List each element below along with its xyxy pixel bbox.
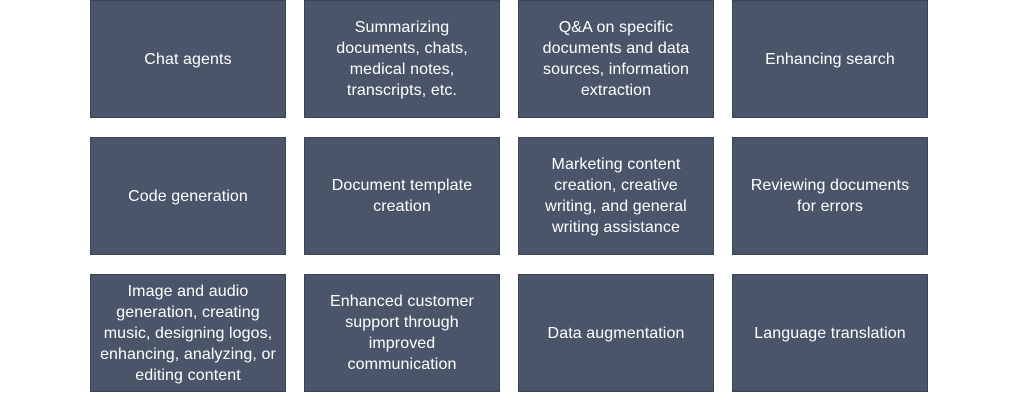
tile-reviewing-documents: Reviewing documents for errors	[732, 137, 928, 255]
tile-label: Q&A on specific documents and data sourc…	[542, 19, 690, 99]
tile-document-template-creation: Document template creation	[304, 137, 500, 255]
tile-label: Language translation	[754, 324, 906, 342]
tile-code-generation: Code generation	[90, 137, 286, 255]
tile-label: Reviewing documents for errors	[750, 177, 910, 215]
tile-label: Code generation	[128, 187, 248, 205]
tile-label: Marketing content creation, creative wri…	[545, 156, 687, 236]
tile-label: Enhancing search	[765, 50, 895, 68]
tile-label: Chat agents	[144, 50, 232, 68]
tile-label: Data augmentation	[547, 324, 685, 342]
tile-marketing-content: Marketing content creation, creative wri…	[518, 137, 714, 255]
tile-summarizing-documents: Summarizing documents, chats, medical no…	[304, 0, 500, 118]
tile-enhanced-customer-support: Enhanced customer support through improv…	[304, 274, 500, 392]
tile-label: Enhanced customer support through improv…	[329, 293, 474, 373]
tile-chat-agents: Chat agents	[90, 0, 286, 118]
tile-label: Image and audio generation, creating mus…	[100, 282, 276, 384]
tile-label: Document template creation	[331, 177, 473, 215]
tile-enhancing-search: Enhancing search	[732, 0, 928, 118]
tile-label: Summarizing documents, chats, medical no…	[336, 19, 468, 99]
tile-data-augmentation: Data augmentation	[518, 274, 714, 392]
tile-language-translation: Language translation	[732, 274, 928, 392]
tile-image-audio-generation: Image and audio generation, creating mus…	[90, 274, 286, 392]
use-case-grid: Chat agents Summarizing documents, chats…	[90, 0, 930, 392]
tile-qa-documents: Q&A on specific documents and data sourc…	[518, 0, 714, 118]
